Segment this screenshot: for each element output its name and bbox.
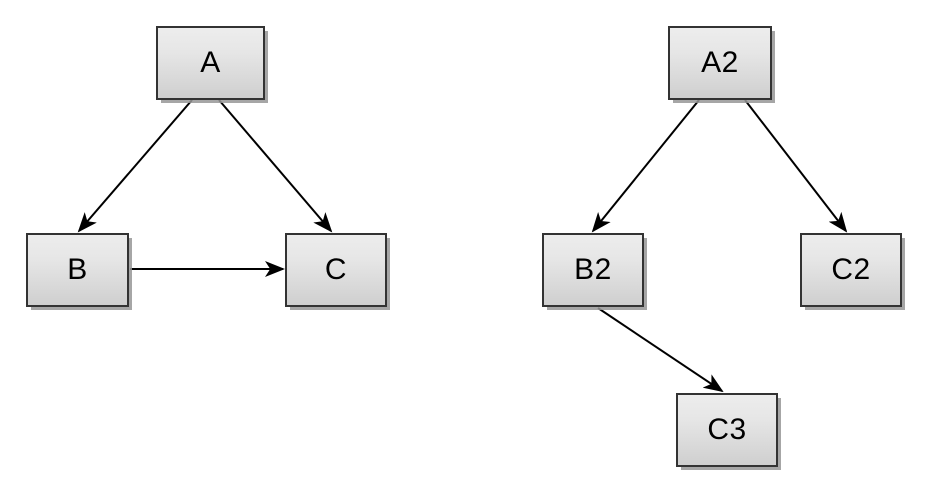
node-label: C2 [831, 253, 871, 286]
node-label: B [67, 253, 88, 286]
node-c[interactable]: C [285, 233, 387, 307]
node-label: C [324, 253, 348, 286]
node-c3[interactable]: C3 [676, 393, 778, 467]
node-label: C3 [707, 413, 747, 446]
node-a2[interactable]: A2 [668, 26, 772, 100]
node-label: A2 [701, 46, 739, 79]
node-b2[interactable]: B2 [542, 233, 644, 307]
node-label: A [200, 46, 221, 79]
node-a[interactable]: A [156, 26, 265, 100]
node-label: B2 [574, 253, 612, 286]
node-c2[interactable]: C2 [800, 233, 902, 307]
node-b[interactable]: B [26, 233, 129, 307]
